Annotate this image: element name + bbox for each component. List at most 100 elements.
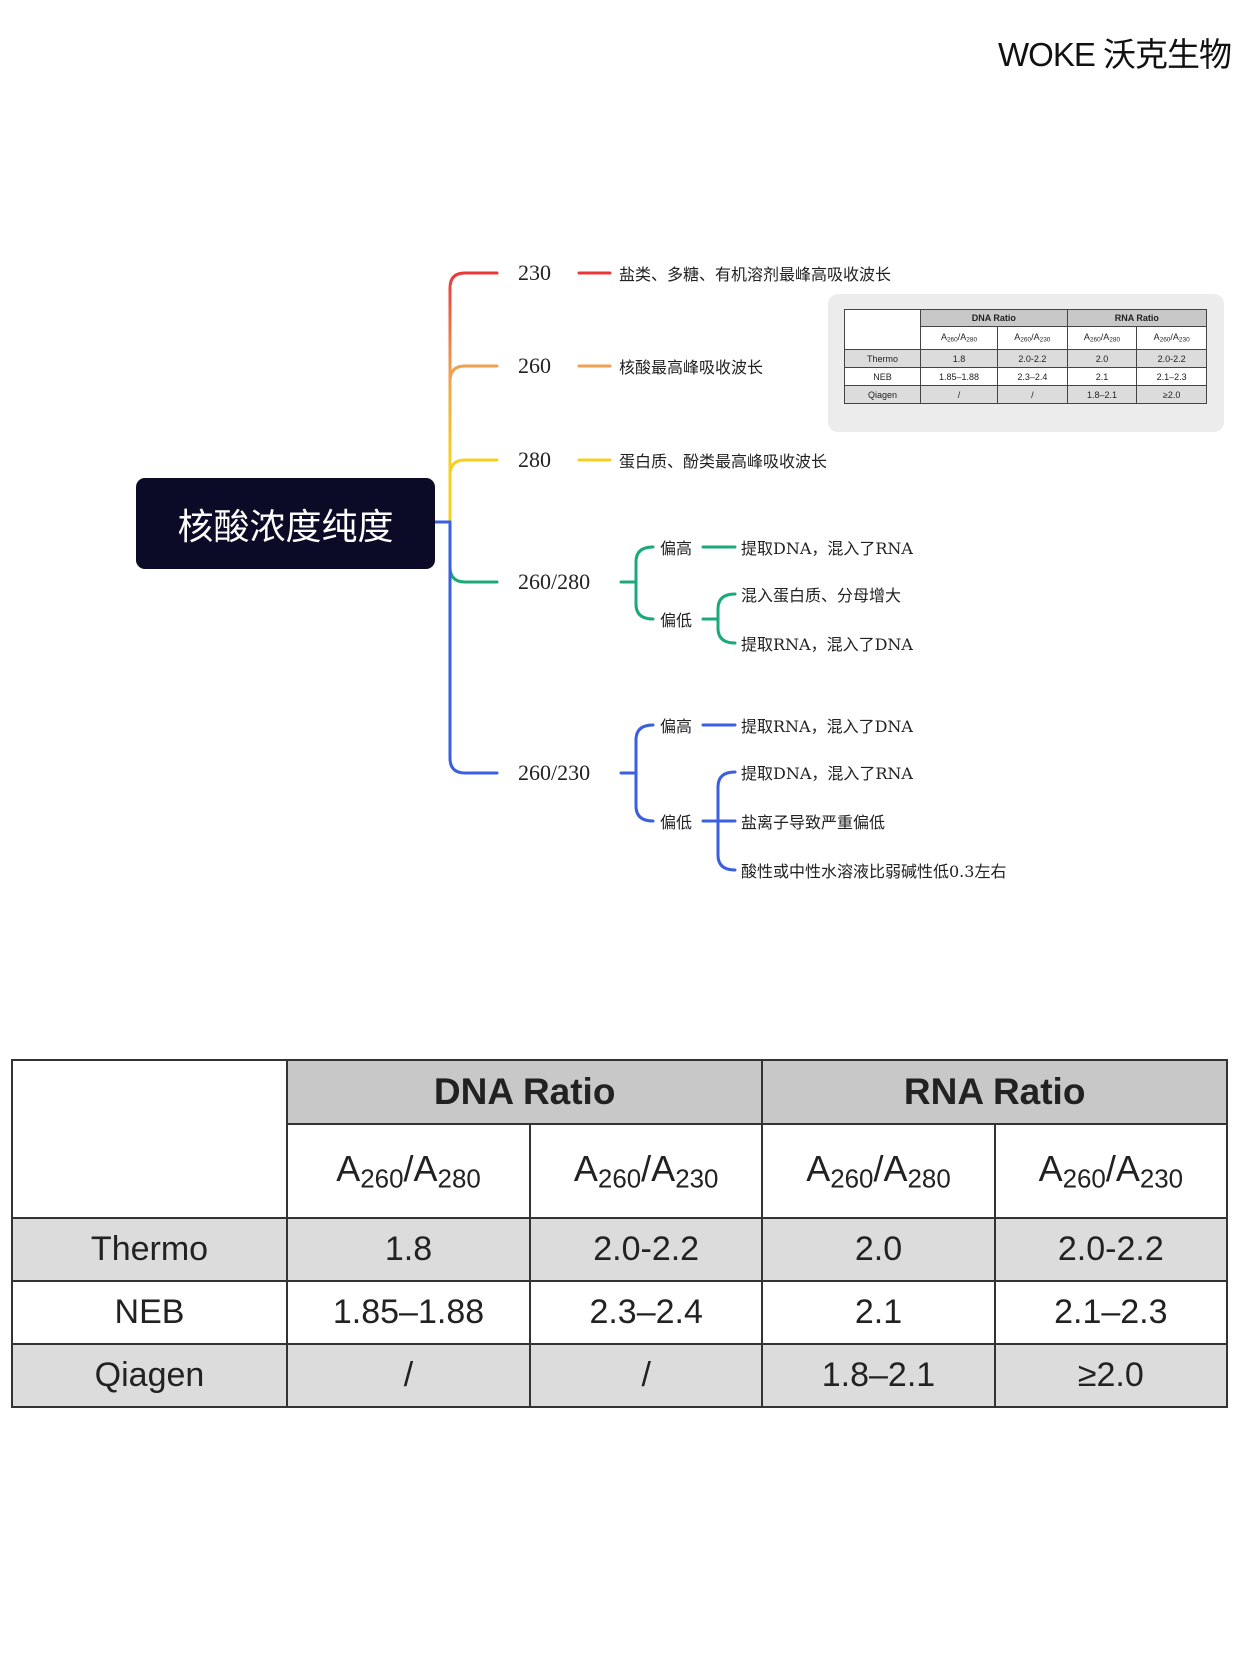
row-label: Qiagen — [11, 1343, 288, 1408]
table-cell: Qiagen — [843, 385, 922, 404]
table-cell: Thermo — [843, 349, 922, 368]
node-260-230: 260/230 — [518, 760, 591, 785]
table-cell: 1.8 — [920, 349, 998, 368]
sub-header: A260/A230 — [1136, 326, 1207, 350]
subscript: 280 — [966, 336, 978, 344]
subscript: 260 — [1159, 336, 1171, 344]
empty-corner — [11, 1059, 288, 1219]
table-cell: 2.0-2.2 — [997, 349, 1068, 368]
subscript: 260 — [360, 1165, 404, 1194]
central-topic: 核酸浓度纯度 — [136, 478, 435, 569]
table-cell: A — [651, 1147, 676, 1189]
group-header: DNA Ratio — [920, 309, 1068, 327]
sub-header: A260/A280 — [920, 326, 998, 350]
table-cell: A — [883, 1147, 908, 1189]
node-260-280: 260/280 — [518, 569, 591, 594]
table-cell: / — [285, 1343, 532, 1408]
table-cell: A — [336, 1147, 361, 1189]
table-cell: 2.0-2.2 — [529, 1217, 764, 1282]
table-cell: ≥2.0 — [1136, 385, 1207, 404]
table-cell: A — [1153, 332, 1160, 343]
table-cell: A — [1033, 332, 1040, 343]
sub-header: A260/A230 — [993, 1123, 1229, 1219]
ratio-table-thumbnail: DNA Ratio RNA Ratio A260/A280 A260/A230 … — [843, 309, 1208, 404]
table-cell: / — [529, 1343, 764, 1408]
subscript: 230 — [1039, 336, 1051, 344]
node-230-desc: 盐类、多糖、有机溶剂最峰高吸收波长 — [619, 265, 892, 284]
node-260-280-low-item: 提取RNA，混入了DNA — [741, 635, 913, 654]
ratio-table: DNA Ratio RNA Ratio A260/A280 A260/A230 … — [11, 1059, 1229, 1408]
table-cell: ≥2.0 — [993, 1343, 1229, 1408]
subscript: 230 — [1139, 1165, 1184, 1194]
subscript: 230 — [1178, 336, 1190, 344]
table-cell: 2.0 — [1066, 349, 1138, 368]
table-cell: NEB — [843, 367, 922, 386]
node-260-230-low-item: 酸性或中性水溶液比弱碱性低0.3左右 — [741, 862, 1007, 881]
subscript: 280 — [907, 1165, 951, 1194]
table-cell: 1.85–1.88 — [920, 367, 998, 386]
table-cell: A — [940, 332, 947, 343]
mindmap-connectors — [433, 271, 737, 872]
node-260: 260 — [518, 353, 551, 378]
node-260-230-high: 偏高 — [660, 717, 693, 736]
group-header: RNA Ratio — [1066, 309, 1208, 327]
node-260-280-low: 偏低 — [660, 611, 693, 630]
subscript: 260 — [946, 336, 958, 344]
node-260-280-low-item: 混入蛋白质、分母增大 — [741, 586, 902, 605]
sub-header: A260/A230 — [997, 326, 1068, 350]
table-cell: / — [920, 385, 998, 404]
node-280: 280 — [518, 447, 551, 472]
table-cell: A — [806, 1147, 831, 1189]
table-cell: A — [960, 332, 967, 343]
trunk-upper — [448, 271, 467, 524]
table-cell: 2.1 — [1066, 367, 1138, 386]
branch-260-280 — [448, 520, 499, 584]
empty-corner — [843, 309, 922, 350]
group-header-dna: DNA Ratio — [285, 1059, 764, 1125]
table-cell: 2.3–2.4 — [529, 1280, 764, 1345]
table-cell: A — [573, 1147, 598, 1189]
sub-header: A260/A230 — [529, 1123, 764, 1219]
subscript: 260 — [1020, 336, 1032, 344]
node-280-desc: 蛋白质、酚类最高峰吸收波长 — [619, 452, 828, 471]
group-header-rna: RNA Ratio — [761, 1059, 1228, 1125]
subscript: 280 — [1109, 336, 1121, 344]
subscript: 280 — [437, 1165, 481, 1194]
row-label: NEB — [11, 1280, 288, 1345]
table-cell: 2.0-2.2 — [993, 1217, 1229, 1282]
node-260-230-low-item: 提取DNA，混入了RNA — [741, 764, 913, 783]
node-260-280-high-item: 提取DNA，混入了RNA — [741, 539, 913, 558]
branch-260-230 — [448, 520, 499, 775]
table-cell: 2.1–2.3 — [1136, 367, 1207, 386]
table-cell: 2.1–2.3 — [993, 1280, 1229, 1345]
table-cell: 1.85–1.88 — [285, 1280, 532, 1345]
table-cell: 1.8–2.1 — [1066, 385, 1138, 404]
branch-280 — [448, 458, 499, 477]
node-260-230-high-item: 提取RNA，混入了DNA — [741, 717, 913, 736]
node-260-280-high: 偏高 — [660, 539, 693, 558]
subscript: 260 — [1089, 336, 1101, 344]
table-cell: A — [1083, 332, 1090, 343]
sub-header: A260/A280 — [1066, 326, 1138, 350]
table-cell: A — [1115, 1147, 1140, 1189]
table-cell: 1.8 — [285, 1217, 532, 1282]
table-cell: 2.3–2.4 — [997, 367, 1068, 386]
node-260-230-low: 偏低 — [660, 813, 693, 832]
node-260-desc: 核酸最高峰吸收波长 — [619, 358, 764, 377]
table-cell: A — [1014, 332, 1021, 343]
subscript: 230 — [675, 1165, 719, 1194]
subscript: 260 — [830, 1165, 874, 1194]
row-label: Thermo — [11, 1217, 288, 1282]
subscript: 260 — [1062, 1165, 1106, 1194]
table-cell: 2.0 — [761, 1217, 996, 1282]
sub-header: A260/A280 — [761, 1123, 996, 1219]
subscript: 260 — [597, 1165, 642, 1194]
table-cell: A — [1038, 1147, 1063, 1189]
table-cell: A — [413, 1147, 438, 1189]
sub-header: A260/A280 — [285, 1123, 532, 1219]
table-cell: A — [1103, 332, 1110, 343]
